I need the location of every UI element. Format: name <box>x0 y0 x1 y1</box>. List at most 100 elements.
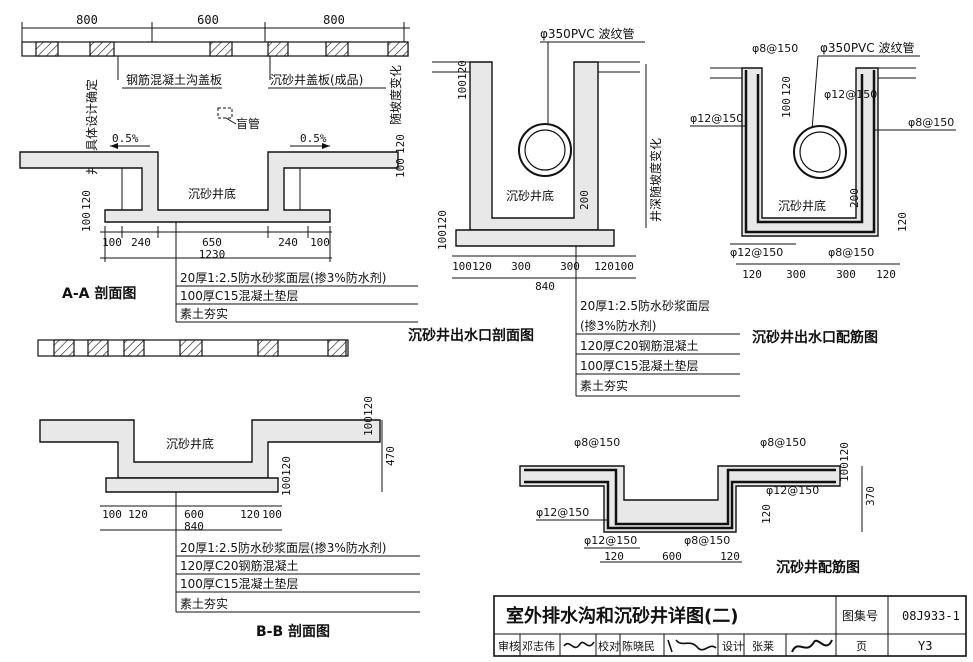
rebar-well-dim-370: 370 <box>864 486 877 506</box>
outlet-layer-4: 100厚C15混凝土垫层 <box>580 358 699 373</box>
rebar-well-right-mid: φ12@150 <box>766 484 819 497</box>
outlet-dim-right: 200 <box>578 190 591 210</box>
tb-set-label: 图集号 <box>842 608 878 623</box>
aa-label-right-vertical: 随坡度变化 <box>388 65 403 125</box>
outlet-dim-left-top-2: 120 <box>456 60 469 80</box>
aa-dim-bottom-5: 100 <box>310 236 330 249</box>
outlet-label-vertical: 井深随坡度变化 <box>648 138 663 222</box>
aa-title: A-A 剖面图 <box>62 285 136 302</box>
outlet-dim-left-top-1: 100 <box>456 80 469 100</box>
aa-dim-left-vert-2: 120 <box>80 190 93 210</box>
tb-review-signature <box>563 641 595 649</box>
rebar-outlet-phi12-top: φ12@150 <box>824 88 877 101</box>
aa-slope-right: 0.5% <box>300 132 327 145</box>
aa-dim-bottom-1: 100 <box>102 236 122 249</box>
rebar-outlet-dim-bottom-3: 300 <box>836 268 856 281</box>
aa-layer-2: 100厚C15混凝土垫层 <box>180 288 299 303</box>
aa-dim-bottom-4: 240 <box>278 236 298 249</box>
rebar-outlet-dim-left-top-2: 120 <box>780 76 793 96</box>
aa-well-bottom: 沉砂井底 <box>188 186 236 201</box>
outlet-dim-bottom-6: 100 <box>614 260 634 273</box>
outlet-layer-3: 120厚C20钢筋混凝土 <box>580 338 699 353</box>
rebar-outlet-dim-bottom-1: 120 <box>742 268 762 281</box>
bb-dim-bottom-5: 100 <box>262 508 282 521</box>
rebar-well-dim-bottom-2: 600 <box>662 550 682 563</box>
bb-title: B-B 剖面图 <box>256 623 330 640</box>
aa-dim-bottom-3: 650 <box>202 236 222 249</box>
aa-slope-left: 0.5% <box>112 132 139 145</box>
bb-dim-total: 840 <box>184 520 204 533</box>
outlet-dim-left-bottom-2: 120 <box>436 210 449 230</box>
tb-review-name: 邓志伟 <box>522 640 555 653</box>
rebar-well-left-mid: φ12@150 <box>536 506 589 519</box>
aa-label-cover: 钢筋混凝土沟盖板 <box>126 72 222 87</box>
aa-section: 800 600 800 钢筋混凝土沟盖板 沉砂井盖板(成品) 井深具体设计确定 … <box>19 13 418 357</box>
bb-dim-bottom-1: 100 <box>102 508 122 521</box>
tb-review-label: 审核 <box>498 639 520 653</box>
bb-dim-bottom-3: 600 <box>184 508 204 521</box>
bb-layer-2: 120厚C20钢筋混凝土 <box>180 558 299 573</box>
tb-check-name: 陈晓民 <box>622 639 655 653</box>
bb-dim-right-4: 120 <box>280 456 293 476</box>
aa-layer-1: 20厚1:2.5防水砂浆面层(掺3%防水剂) <box>180 270 386 285</box>
rebar-outlet: φ8@150 φ350PVC 波纹管 φ12@150 φ12@150 φ8@15… <box>690 40 956 346</box>
outlet-layer-5: 素土夯实 <box>580 378 628 393</box>
aa-dim-right-vert-1: 100 <box>394 158 407 178</box>
bb-section: 沉砂井底 100 120 100 120 470 100 120 600 120… <box>39 396 420 640</box>
aa-dim-top-1: 800 <box>76 13 98 27</box>
aa-label-pipe: 盲管 <box>236 116 260 131</box>
aa-layer-3: 素土夯实 <box>180 306 228 321</box>
rebar-outlet-dim-right-2: 120 <box>896 212 909 232</box>
bb-dim-right-1: 100 <box>362 416 375 436</box>
bb-well-bottom: 沉砂井底 <box>166 436 214 451</box>
tb-design-name: 张莱 <box>752 640 774 653</box>
title-block: 室外排水沟和沉砂井详图(二) 图集号 08J933-1 审核 邓志伟 校对 陈晓… <box>493 595 967 657</box>
rebar-well-dim-right-1: 100 <box>838 462 851 482</box>
rebar-well-dim-bottom-3: 120 <box>720 550 740 563</box>
rebar-outlet-well-bottom: 沉砂井底 <box>778 198 826 213</box>
aa-dim-top-3: 800 <box>323 13 345 27</box>
tb-check-signature <box>667 639 717 653</box>
rebar-well-bottom-left: φ12@150 <box>584 534 637 547</box>
outlet-dim-bottom-3: 300 <box>511 260 531 273</box>
tb-title: 室外排水沟和沉砂井详图(二) <box>506 605 738 627</box>
rebar-well: φ8@150 φ8@150 φ12@150 φ12@150 100 120 37… <box>519 436 877 576</box>
outlet-dim-bottom-5: 120 <box>594 260 614 273</box>
aa-label-well-cover: 沉砂井盖板(成品) <box>270 73 363 87</box>
rebar-well-top-left: φ8@150 <box>574 436 620 449</box>
outlet-layer-1: 20厚1:2.5防水砂浆面层 <box>580 298 710 313</box>
rebar-outlet-dim-bottom-2: 300 <box>786 268 806 281</box>
outlet-dim-total: 840 <box>535 280 555 293</box>
bb-dim-bottom-2: 120 <box>128 508 148 521</box>
rebar-well-title: 沉砂井配筋图 <box>776 559 860 576</box>
rebar-outlet-dim-left-top-1: 100 <box>780 98 793 118</box>
rebar-well-dim-right-2: 120 <box>838 442 851 462</box>
rebar-outlet-phi8-right: φ8@150 <box>908 116 954 129</box>
tb-design-label: 设计 <box>722 640 744 653</box>
aa-dim-bottom-2: 240 <box>131 236 151 249</box>
aa-dim-top-2: 600 <box>197 13 219 27</box>
aa-dim-right-vert-2: 120 <box>394 134 407 154</box>
tb-page-value: Y3 <box>918 639 932 653</box>
rebar-outlet-dim-right-1: 200 <box>848 188 861 208</box>
aa-dim-left-vert-1: 100 <box>80 212 93 232</box>
tb-design-signature <box>791 639 833 653</box>
tb-check-label: 校对 <box>598 639 620 653</box>
rebar-outlet-pipe-label: φ350PVC 波纹管 <box>820 40 914 55</box>
rebar-outlet-bottom-left: φ12@150 <box>730 246 783 259</box>
rebar-well-top-right: φ8@150 <box>760 436 806 449</box>
outlet-dim-bottom-1: 100 <box>452 260 472 273</box>
bb-dim-470: 470 <box>384 446 397 466</box>
outlet-dim-bottom-4: 300 <box>560 260 580 273</box>
rebar-well-dim-left: 120 <box>760 504 773 524</box>
bb-layer-3: 100厚C15混凝土垫层 <box>180 576 299 591</box>
outlet-pipe-label: φ350PVC 波纹管 <box>540 26 634 41</box>
outlet-dim-left-bottom-1: 100 <box>436 230 449 250</box>
tb-set-value: 08J933-1 <box>902 609 960 623</box>
rebar-well-bottom-right: φ8@150 <box>684 534 730 547</box>
rebar-well-dim-bottom-1: 120 <box>604 550 624 563</box>
bb-layer-1: 20厚1:2.5防水砂浆面层(掺3%防水剂) <box>180 540 386 555</box>
aa-label-left-vertical: 井深具体设计确定 <box>84 79 99 175</box>
rebar-outlet-title: 沉砂井出水口配筋图 <box>752 329 878 346</box>
